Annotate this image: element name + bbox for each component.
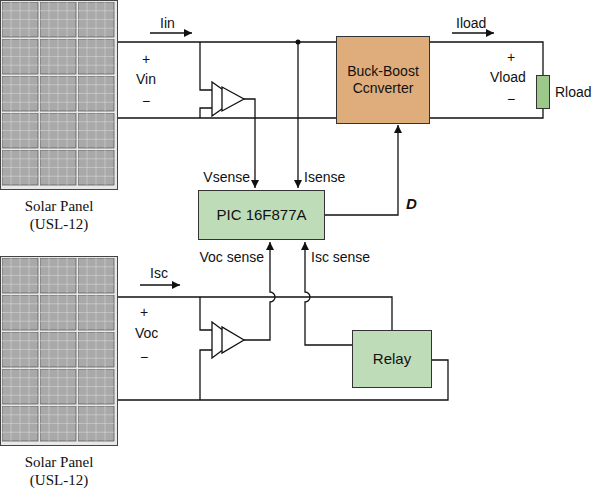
wire-connector [118, 297, 392, 330]
label-anchor: Vin [136, 70, 156, 88]
signal-label: Isc [150, 265, 168, 281]
current-arrow [140, 284, 180, 285]
signal-label: + [140, 304, 148, 320]
part-label: Rload [555, 84, 567, 101]
signal-label: D [406, 195, 417, 212]
signal-label: Vload [490, 69, 526, 85]
signal-label: Isense [304, 169, 345, 185]
relay-box: Relay [352, 330, 432, 388]
signal-label: Vin [136, 71, 156, 87]
signal-label: − [142, 93, 150, 109]
label-anchor: Vload [490, 68, 526, 86]
return-wire [428, 109, 543, 118]
label-anchor: Isc [150, 264, 168, 282]
label-anchor: Voc sense [199, 248, 264, 266]
solar-panel: Solar Panel (USL-12) [0, 256, 118, 446]
label-anchor: Isc sense [311, 248, 370, 266]
box-label: Relay [373, 350, 411, 368]
converter-box: Buck-Boost Ccnverter [336, 36, 430, 124]
buffer-amp-symbol [222, 327, 244, 353]
label-anchor: − [140, 348, 148, 366]
box-label: Buck-Boost Ccnverter [341, 63, 425, 97]
wire-connector [118, 41, 336, 42]
signal-label: Vsense [203, 169, 250, 185]
signal-label: Iin [160, 15, 175, 31]
signal-label: Voc sense [199, 249, 264, 265]
label-anchor: + [142, 50, 150, 68]
solar-panel-picture [1, 257, 118, 446]
label-anchor: D [406, 195, 417, 213]
label-anchor: Voc [135, 324, 158, 342]
wire-connector [430, 42, 543, 75]
amp-input-wire [200, 297, 212, 400]
isense-line [297, 42, 298, 188]
signal-label: + [142, 51, 150, 67]
signal-label: + [507, 49, 515, 65]
label-anchor: Isense [304, 168, 345, 186]
return-wire [118, 117, 338, 118]
signal-label: Isc sense [311, 249, 370, 265]
signal-label: − [507, 91, 515, 107]
solar-panel: Solar Panel (USL-12) [0, 0, 118, 190]
box-label: PIC 16F877A [216, 206, 306, 224]
current-arrow [452, 32, 494, 33]
buffer-amp-symbol [222, 87, 244, 111]
controller-box: PIC 16F877A [198, 190, 325, 240]
amp-input-wire [200, 42, 212, 118]
signal-label: − [140, 349, 148, 365]
part-label: Solar Panel (USL-12) [4, 453, 114, 489]
label-anchor: Vsense [203, 168, 250, 186]
label-anchor: Iin [160, 14, 175, 32]
graphic-part [118, 33, 543, 400]
part-label: Solar Panel (USL-12) [4, 197, 114, 233]
label-anchor: + [140, 303, 148, 321]
label-anchor: − [507, 90, 515, 108]
signal-label: Voc [135, 325, 158, 341]
label-anchor: − [142, 92, 150, 110]
label-anchor: + [507, 48, 515, 66]
solar-panel-picture [1, 1, 118, 190]
current-arrow [150, 32, 192, 33]
label-anchor: Iload [456, 14, 486, 32]
signal-label: Iload [456, 15, 486, 31]
load-resistor: Rload [536, 75, 550, 109]
